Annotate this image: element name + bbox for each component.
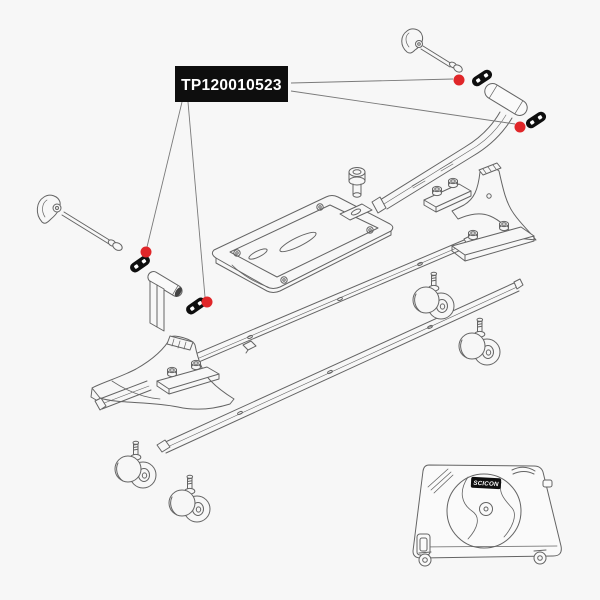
scicon-logo-text: SCICON	[473, 480, 499, 488]
handle-arm	[371, 83, 528, 214]
strap-lines	[427, 468, 454, 494]
frame-rail-lower	[156, 278, 524, 454]
frame-rail-stub	[94, 380, 152, 411]
base-platform	[211, 195, 394, 293]
callout-dot	[201, 296, 213, 308]
left-foot-bracket	[90, 335, 235, 411]
callout-dot	[140, 246, 152, 258]
tee-handle	[484, 83, 528, 116]
line-art-layer: SCICON	[36, 28, 562, 567]
wheel-window	[446, 473, 522, 549]
bike-case-thumbnail: SCICON	[412, 464, 562, 567]
fork-mount-tee	[147, 271, 183, 332]
callouts-layer	[128, 67, 548, 317]
quick-release-skewer-right	[401, 28, 463, 73]
part-label-box	[175, 66, 288, 102]
callout-dot	[453, 74, 465, 86]
axle-adapter-clamp	[524, 109, 548, 131]
case-latch	[542, 479, 553, 488]
scicon-logo: SCICON	[470, 476, 502, 490]
part-label: TP120010523	[175, 66, 288, 102]
leader-line	[290, 90, 516, 125]
caster-wheel	[114, 440, 157, 489]
caster-wheel	[412, 271, 455, 320]
caster-wheel	[168, 474, 211, 523]
clip-pin	[242, 340, 257, 354]
leader-line	[146, 101, 183, 248]
leader-line	[290, 78, 454, 84]
case-handle	[511, 466, 536, 475]
caster-wheel	[458, 317, 501, 366]
leader-line	[187, 101, 206, 298]
part-number-text: TP120010523	[181, 77, 282, 94]
right-foot-bracket	[423, 162, 537, 262]
case-wheels	[418, 549, 547, 567]
quick-release-skewer-left	[36, 194, 123, 251]
callout-dot	[514, 121, 526, 133]
knob-bolt	[348, 167, 366, 198]
